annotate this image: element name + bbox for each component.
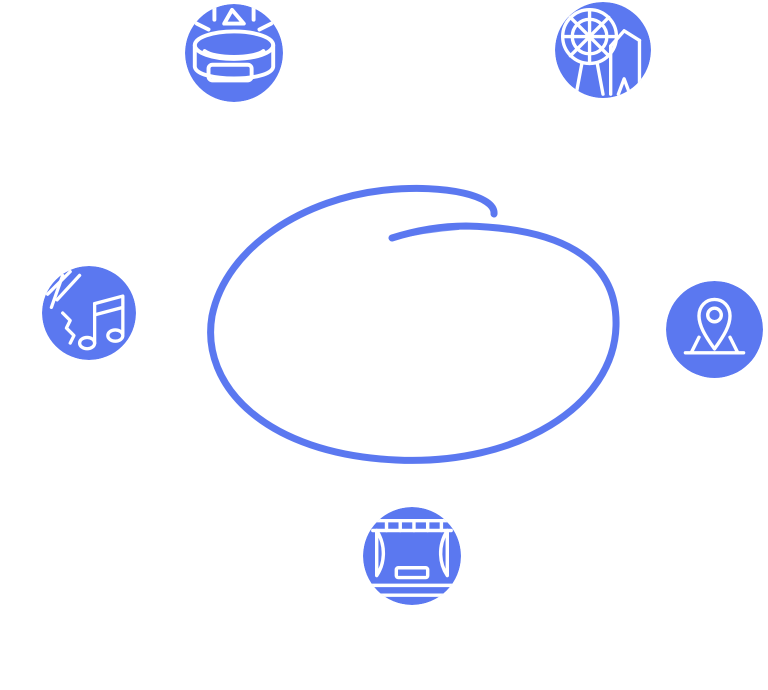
music-note-icon <box>42 266 136 360</box>
hand-drawn-circle <box>207 184 620 464</box>
location-badge[interactable] <box>666 281 763 378</box>
stadium-badge[interactable] <box>185 4 283 102</box>
fair-badge[interactable] <box>555 2 651 98</box>
theater-badge[interactable] <box>363 507 461 605</box>
theater-stage-icon <box>363 507 461 605</box>
ferris-wheel-icon <box>555 2 651 98</box>
music-badge[interactable] <box>42 266 136 360</box>
map-pin-icon <box>666 281 763 378</box>
stadium-icon <box>185 4 283 102</box>
